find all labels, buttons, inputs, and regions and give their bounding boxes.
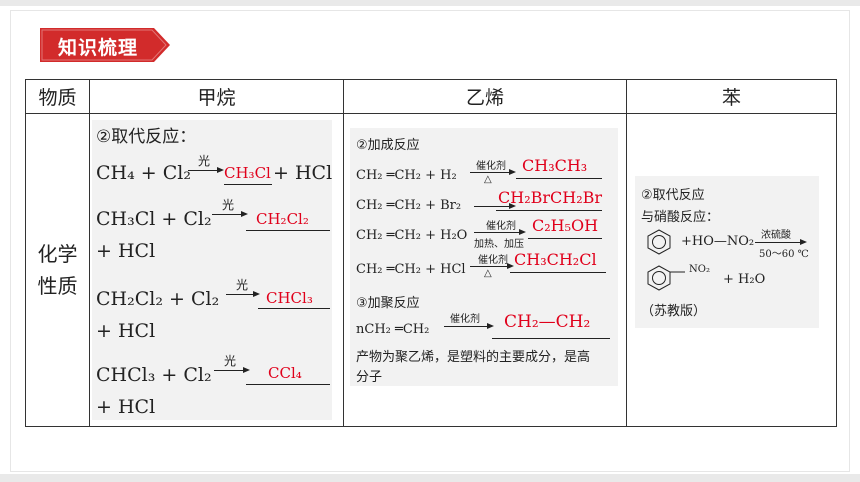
- ethylene-r1-cond-top: 催化剂: [476, 161, 506, 172]
- ethylene-r3-underline: [528, 238, 602, 239]
- methane-r3-cond: 光: [236, 278, 249, 292]
- ethylene-r3-cond-top: 催化剂: [486, 221, 516, 232]
- header-benzene: 苯: [626, 79, 837, 114]
- ethylene-r1-underline: [516, 178, 602, 179]
- header-methane: 甲烷: [89, 79, 344, 114]
- methane-r2-cond: 光: [222, 198, 235, 212]
- row-label-line2: 性质: [37, 274, 78, 298]
- methane-r3-rest: + HCl: [96, 320, 156, 342]
- ethylene-r2-arrow: [474, 206, 510, 207]
- chemical-properties-row: 化学 性质 ②取代反应： CH₄ + Cl₂ 光 CH₃Cl + HCl CH₃…: [25, 113, 837, 427]
- ethylene-r1-left: CH₂ ═CH₂ + H₂: [356, 168, 457, 183]
- nitrobenzene-ring-icon: [647, 265, 685, 291]
- ethylene-r4-underline: [510, 272, 606, 273]
- ethylene-r1-product: CH₃CH₃: [522, 156, 588, 175]
- ethylene-r4-cond-top: 催化剂: [478, 255, 508, 266]
- properties-table: 物质 甲烷 乙烯 苯 化学 性质 ②取代反应： CH₄ + Cl₂ 光 CH₃C…: [25, 79, 837, 427]
- row-label-line1: 化学: [37, 242, 78, 266]
- methane-r3-left: CH₂Cl₂ + Cl₂: [96, 288, 220, 310]
- ethylene-r5-arrowhead: [487, 323, 494, 329]
- ethylene-r5-underline: [492, 338, 610, 339]
- ethylene-r3-arrow: [474, 232, 520, 233]
- benzene-product-rest: + H₂O: [723, 272, 766, 287]
- benzene-reactant: +HO—NO₂: [681, 234, 755, 249]
- methane-r4-arrowhead: [243, 367, 250, 373]
- ethylene-poly-title: ③加聚反应: [356, 296, 420, 311]
- ethylene-r5-left: nCH₂ ═CH₂: [356, 322, 430, 337]
- benzene-product-group: NO₂: [689, 264, 710, 275]
- methane-r1-rest: + HCl: [273, 162, 333, 184]
- benzene-subtitle: 与硝酸反应：: [641, 210, 720, 225]
- methane-r3-arrow: [226, 294, 254, 295]
- methane-r4-rest: + HCl: [96, 396, 156, 418]
- methane-r2-rest: + HCl: [96, 240, 156, 262]
- methane-r1-product: CH₃Cl: [224, 164, 271, 182]
- ethylene-r4-left: CH₂ ═CH₂ + HCl: [356, 262, 466, 277]
- methane-r4-arrow: [214, 370, 244, 371]
- methane-r1-underline: [224, 184, 272, 185]
- methane-r4-left: CHCl₃ + Cl₂: [96, 364, 212, 386]
- benzene-ring-icon: [647, 229, 671, 255]
- ethylene-r5-product: CH₂—CH₂: [504, 312, 591, 332]
- ethylene-r2-arrowhead: [509, 203, 516, 209]
- section-badge: 知识梳理: [40, 28, 170, 62]
- methane-r2-product: CH₂Cl₂: [256, 210, 309, 228]
- methane-r1-left: CH₄ + Cl₂: [96, 162, 191, 184]
- ethylene-r3-product: C₂H₅OH: [532, 216, 599, 235]
- ethylene-r1-arrowhead: [509, 169, 516, 175]
- benzene-source: （苏教版）: [641, 304, 707, 319]
- methane-title: ②取代反应：: [96, 127, 197, 147]
- methane-r3-underline: [258, 308, 330, 309]
- ethylene-cell: ②加成反应 CH₂ ═CH₂ + H₂ 催化剂 △ CH₃CH₃ CH₂ ═CH…: [343, 113, 627, 427]
- ethylene-addition-title: ②加成反应: [356, 138, 420, 153]
- benzene-arrowhead: [800, 239, 807, 245]
- methane-r1-cond: 光: [198, 154, 211, 168]
- ethylene-r1-cond-bottom: △: [484, 174, 492, 185]
- header-substance: 物质: [25, 79, 90, 114]
- methane-r1-arrow: [188, 170, 218, 171]
- benzene-cell: ②取代反应 与硝酸反应： +HO—NO₂ 浓硫酸 50～60 ℃ NO₂ + H…: [626, 113, 837, 427]
- ethylene-note-line2: 分子: [356, 370, 383, 385]
- ethylene-r4-product: CH₃CH₂Cl: [514, 250, 597, 269]
- methane-r1-arrowhead: [217, 167, 224, 173]
- ethylene-r4-arrowhead: [507, 263, 514, 269]
- ethylene-r5-arrow: [444, 326, 488, 327]
- methane-r2-arrow: [212, 214, 242, 215]
- ethylene-r3-left: CH₂ ═CH₂ + H₂O: [356, 228, 468, 243]
- ethylene-r4-arrow: [470, 266, 508, 267]
- ethylene-r3-arrowhead: [519, 229, 526, 235]
- benzene-cond-top: 浓硫酸: [761, 230, 791, 241]
- methane-r2-underline: [246, 230, 330, 231]
- methane-r3-arrowhead: [253, 291, 260, 297]
- row-label: 化学 性质: [25, 113, 90, 427]
- methane-r2-arrowhead: [241, 211, 248, 217]
- bottom-stripe: [0, 474, 860, 482]
- benzene-image: [635, 176, 819, 328]
- header-ethylene: 乙烯: [343, 79, 627, 114]
- methane-cell: ②取代反应： CH₄ + Cl₂ 光 CH₃Cl + HCl CH₃Cl + C…: [89, 113, 344, 427]
- methane-r4-cond: 光: [224, 354, 237, 368]
- benzene-title: ②取代反应: [641, 188, 705, 203]
- ethylene-r5-cond-top: 催化剂: [450, 314, 480, 325]
- benzene-cond-bottom: 50～60 ℃: [759, 249, 809, 260]
- methane-r2-left: CH₃Cl + Cl₂: [96, 208, 212, 230]
- methane-r3-product: CHCl₃: [266, 289, 313, 307]
- methane-r4-product: CCl₄: [268, 364, 302, 382]
- ethylene-r3-cond-bottom: 加热、加压: [474, 239, 524, 250]
- methane-r4-underline: [246, 384, 330, 385]
- ethylene-r2-underline: [496, 210, 602, 211]
- ethylene-r1-arrow: [470, 172, 510, 173]
- section-badge-label: 知识梳理: [58, 37, 139, 59]
- ethylene-r4-cond-bottom: △: [484, 268, 492, 279]
- ethylene-r2-product: CH₂BrCH₂Br: [498, 188, 603, 207]
- header-row: 物质 甲烷 乙烯 苯: [25, 79, 837, 114]
- ethylene-image: [350, 128, 618, 386]
- top-stripe: [0, 0, 860, 6]
- benzene-arrow: [755, 242, 801, 243]
- ethylene-r2-left: CH₂ ═CH₂ + Br₂: [356, 198, 462, 213]
- ethylene-note-line1: 产物为聚乙烯，是塑料的主要成分，是高: [356, 350, 591, 365]
